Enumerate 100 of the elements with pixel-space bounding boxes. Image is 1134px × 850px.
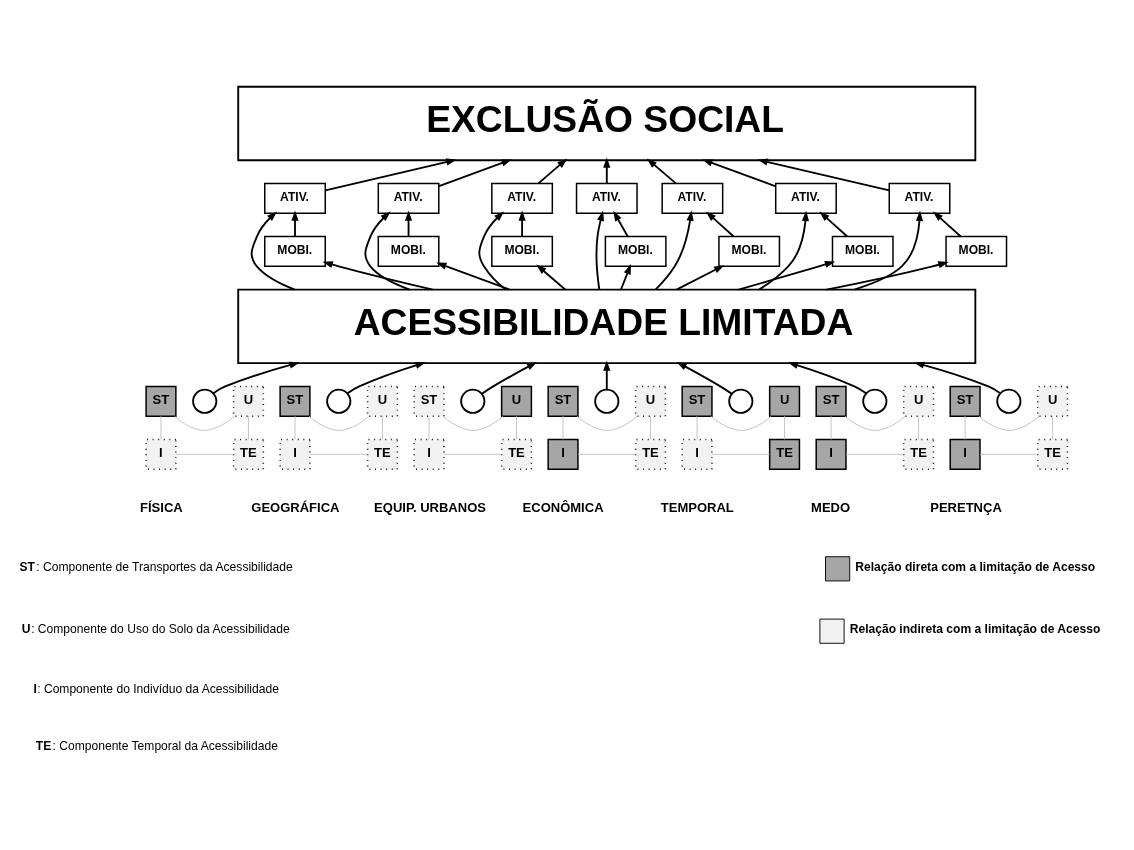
arrow (853, 210, 924, 290)
label: TE: Componente Temporal da Acessibilidade (35, 738, 278, 753)
node-box: ST (413, 385, 445, 417)
connector (918, 415, 920, 440)
node-box: ST (145, 385, 177, 417)
node-box: I (681, 438, 713, 470)
connector (845, 453, 905, 455)
node-circle (192, 388, 218, 414)
arrow (913, 361, 1002, 394)
arrow (737, 260, 836, 290)
arrow (932, 210, 962, 237)
node-box: MOBI. (718, 235, 781, 267)
connector (309, 453, 368, 455)
node-box: U (366, 385, 399, 417)
connector (248, 415, 249, 440)
arrow (654, 210, 694, 290)
label: TEMPORAL (660, 499, 734, 515)
node-box: ST (949, 385, 981, 417)
node-box: MOBI. (491, 235, 554, 267)
node-box: TE (634, 438, 667, 470)
node-box: I (145, 438, 177, 470)
label: PERETNÇA (930, 499, 1002, 515)
node-box: MOBI. (945, 235, 1008, 267)
node-box: I (279, 438, 311, 470)
connector (979, 453, 1039, 455)
connector (1052, 415, 1054, 440)
arrow (613, 210, 629, 237)
arrow (322, 260, 434, 290)
node-box: ST (279, 385, 311, 417)
node-box: ATIV. (377, 182, 440, 214)
connector (978, 415, 1040, 431)
connector (844, 415, 906, 431)
connector (577, 453, 636, 455)
arrow (438, 158, 512, 187)
node-box: MOBI. (604, 235, 667, 267)
node-circle (862, 388, 888, 414)
arrow (702, 158, 777, 187)
node-box: TE (902, 438, 935, 470)
connector (710, 415, 772, 431)
node-box: U (902, 385, 935, 417)
node-circle (460, 388, 486, 414)
connector (650, 415, 651, 440)
node-circle (326, 388, 352, 414)
connector (175, 453, 234, 455)
node-box: U (232, 385, 265, 417)
arrow (212, 361, 300, 394)
arrow (595, 210, 604, 290)
arrow (825, 260, 949, 290)
arrow (620, 263, 632, 290)
node-box: I (413, 438, 445, 470)
node-box: U (768, 385, 801, 417)
arrow (436, 262, 511, 290)
node-box: U (500, 385, 533, 417)
connector (784, 415, 785, 440)
arrow (603, 157, 611, 184)
label: EQUIP. URBANOS (374, 499, 486, 515)
label: ST: Componente de Transportes da Acessibilidade (19, 559, 293, 574)
arrow (705, 210, 735, 237)
connector (830, 415, 832, 440)
label: GEOGRÁFICA (251, 499, 340, 515)
connector (174, 415, 235, 431)
node-box: TE (1036, 438, 1069, 470)
arrow (324, 157, 457, 191)
arrow (537, 157, 568, 184)
node-box: I (547, 438, 579, 470)
arrow (758, 210, 810, 290)
arrow (819, 210, 849, 237)
node-box: MOBI. (377, 235, 440, 267)
arrow (757, 157, 891, 191)
node-box: U (634, 385, 667, 417)
node-box: ATIV. (774, 182, 837, 214)
label: I: Componente do Indivíduo da Acessibilidade (33, 681, 279, 696)
node-box: TE (232, 438, 265, 470)
connector (308, 415, 370, 431)
arrow (291, 210, 299, 237)
label: ECONÔMICA (522, 499, 604, 515)
connector (576, 415, 638, 431)
arrow (675, 264, 725, 290)
node-box: TE (768, 438, 801, 470)
node-box: TE (500, 438, 533, 470)
node-box: ATIV. (491, 182, 554, 214)
node-box: ST (681, 385, 713, 417)
node-box: ATIV. (264, 182, 326, 214)
node-box: I (815, 438, 847, 470)
label: FÍSICA (140, 499, 183, 515)
arrow (480, 361, 538, 395)
node-box: ATIV. (661, 182, 724, 214)
legend-label: Relação direta com a limitação de Acesso (855, 559, 1096, 574)
connector (443, 453, 502, 455)
connector (711, 453, 770, 455)
node-box: I (949, 438, 981, 470)
label: MEDO (811, 499, 851, 515)
arrow (536, 264, 567, 290)
node-box: EXCLUSÃO SOCIAL (237, 85, 977, 161)
arrow (346, 361, 426, 394)
connector (382, 415, 383, 440)
node-circle (728, 388, 754, 414)
label: U: Componente do Uso do Solo da Acessibilidade (21, 621, 290, 636)
node-box: ATIV. (575, 182, 638, 214)
connector (516, 415, 517, 440)
